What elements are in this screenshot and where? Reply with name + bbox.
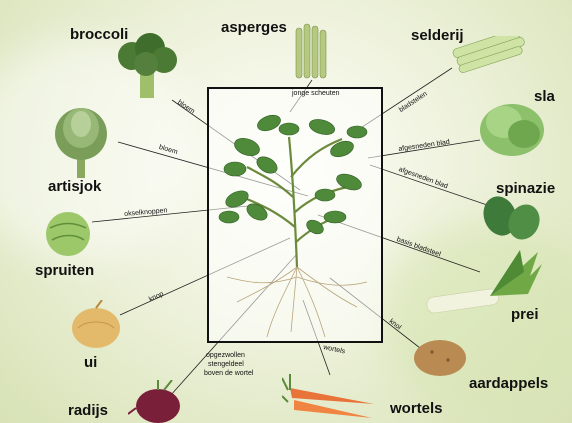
wortels-illustration <box>282 368 382 423</box>
spinazie-illustration <box>480 192 544 248</box>
label-selderij: selderij <box>411 27 464 44</box>
label-radijs: radijs <box>68 402 108 419</box>
label-ui: ui <box>84 354 97 371</box>
part-jonge-scheuten: jonge scheuten <box>292 90 339 97</box>
part-stengeldeel-line1: opgezwollen <box>206 352 245 359</box>
asperges-illustration <box>290 22 332 80</box>
label-spinazie: spinazie <box>496 180 555 197</box>
aardappels-illustration <box>410 336 470 380</box>
label-asperges: asperges <box>221 19 287 36</box>
label-broccoli: broccoli <box>70 26 128 43</box>
label-prei: prei <box>511 306 539 323</box>
artisjok-illustration <box>50 98 112 180</box>
part-stengeldeel-line2: stengeldeel <box>208 361 244 368</box>
plant-illustration <box>207 87 383 343</box>
ui-illustration <box>68 300 124 350</box>
label-aardappels: aardappels <box>469 375 548 392</box>
radijs-illustration <box>128 380 192 423</box>
label-artisjok: artisjok <box>48 178 101 195</box>
spruiten-illustration <box>40 208 96 258</box>
line-afgesneden-blad-spinazie <box>370 165 490 206</box>
label-wortels: wortels <box>390 400 443 417</box>
label-spruiten: spruiten <box>35 262 94 279</box>
label-sla: sla <box>534 88 555 105</box>
part-stengeldeel-line3: boven de wortel <box>204 370 253 377</box>
